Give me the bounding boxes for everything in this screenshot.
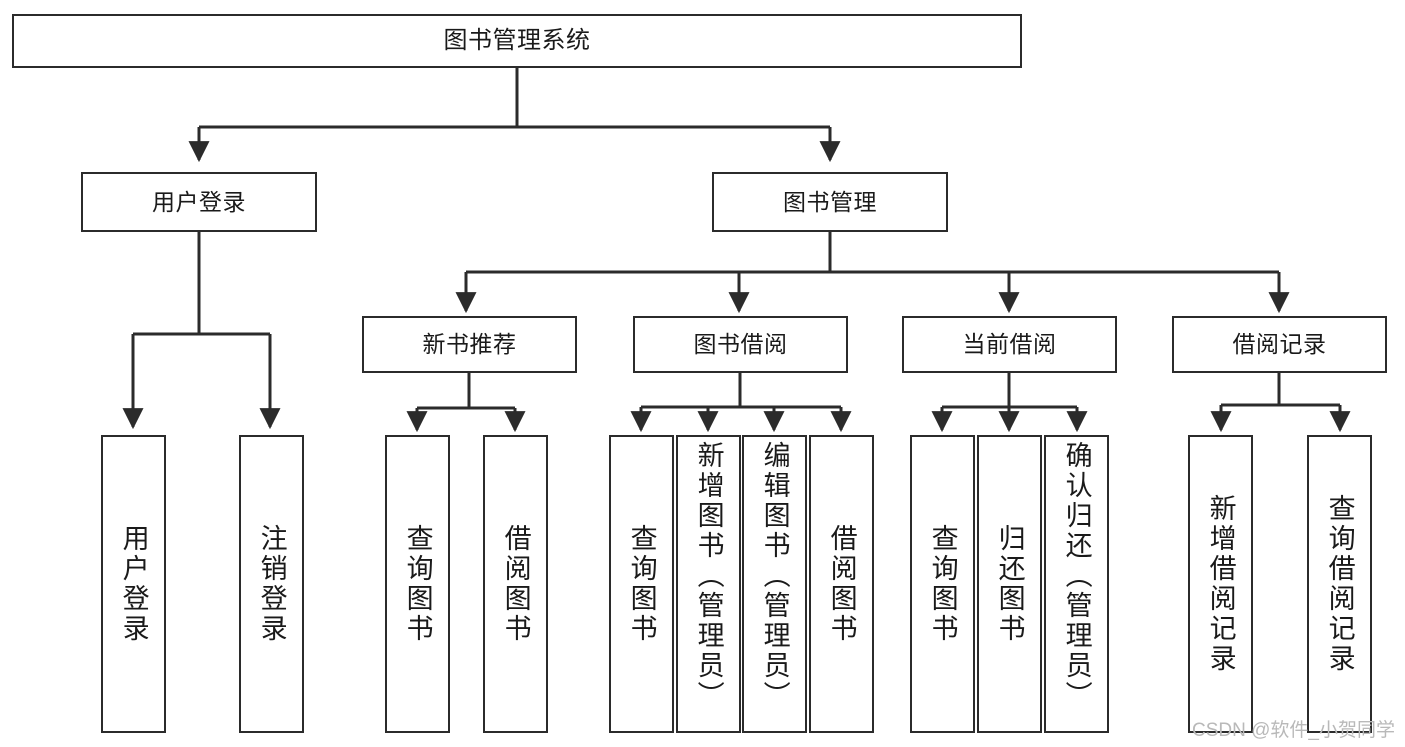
node-label: 图书管理系统	[443, 27, 591, 54]
leaf-user-login[interactable]: 用户登录	[101, 435, 166, 733]
leaf-edit-book-admin[interactable]: 编辑图书（管理员）	[742, 435, 807, 733]
leaf-query-borrow-record[interactable]: 查询借阅记录	[1307, 435, 1372, 733]
leaf-confirm-return-admin[interactable]: 确认归还（管理员）	[1044, 435, 1109, 733]
leaf-logout[interactable]: 注销登录	[239, 435, 304, 733]
node-label: 新增借阅记录	[1205, 494, 1236, 674]
node-label: 确认归还（管理员）	[1061, 441, 1092, 711]
node-borrow-record[interactable]: 借阅记录	[1172, 316, 1387, 373]
node-label: 查询图书	[626, 524, 657, 644]
node-label: 查询借阅记录	[1324, 494, 1355, 674]
leaf-add-borrow-record[interactable]: 新增借阅记录	[1188, 435, 1253, 733]
node-label: 借阅记录	[1232, 331, 1327, 357]
node-current-borrow[interactable]: 当前借阅	[902, 316, 1117, 373]
node-root-system[interactable]: 图书管理系统	[12, 14, 1022, 68]
node-label: 查询图书	[402, 524, 433, 644]
node-label: 新增图书（管理员）	[693, 441, 724, 711]
node-label: 当前借阅	[962, 331, 1057, 357]
node-user-login[interactable]: 用户登录	[81, 172, 317, 232]
node-label: 归还图书	[994, 524, 1025, 644]
node-new-book-recommend[interactable]: 新书推荐	[362, 316, 577, 373]
node-book-management[interactable]: 图书管理	[712, 172, 948, 232]
node-book-borrow[interactable]: 图书借阅	[633, 316, 848, 373]
node-label: 用户登录	[152, 188, 246, 215]
node-label: 编辑图书（管理员）	[759, 441, 790, 711]
leaf-query-book-borrow[interactable]: 查询图书	[609, 435, 674, 733]
node-label: 借阅图书	[500, 524, 531, 644]
leaf-add-book-admin[interactable]: 新增图书（管理员）	[676, 435, 741, 733]
node-label: 查询图书	[927, 524, 958, 644]
node-label: 注销登录	[256, 524, 287, 644]
leaf-return-book[interactable]: 归还图书	[977, 435, 1042, 733]
node-label: 新书推荐	[422, 331, 517, 357]
leaf-borrow-book-recommend[interactable]: 借阅图书	[483, 435, 548, 733]
leaf-query-book-current[interactable]: 查询图书	[910, 435, 975, 733]
node-label: 图书借阅	[693, 331, 788, 357]
leaf-borrow-book[interactable]: 借阅图书	[809, 435, 874, 733]
node-label: 用户登录	[118, 524, 149, 644]
node-label: 图书管理	[783, 188, 877, 215]
watermark-text: CSDN @软件_小贺同学	[1192, 720, 1395, 741]
node-label: 借阅图书	[826, 524, 857, 644]
leaf-query-book-recommend[interactable]: 查询图书	[385, 435, 450, 733]
